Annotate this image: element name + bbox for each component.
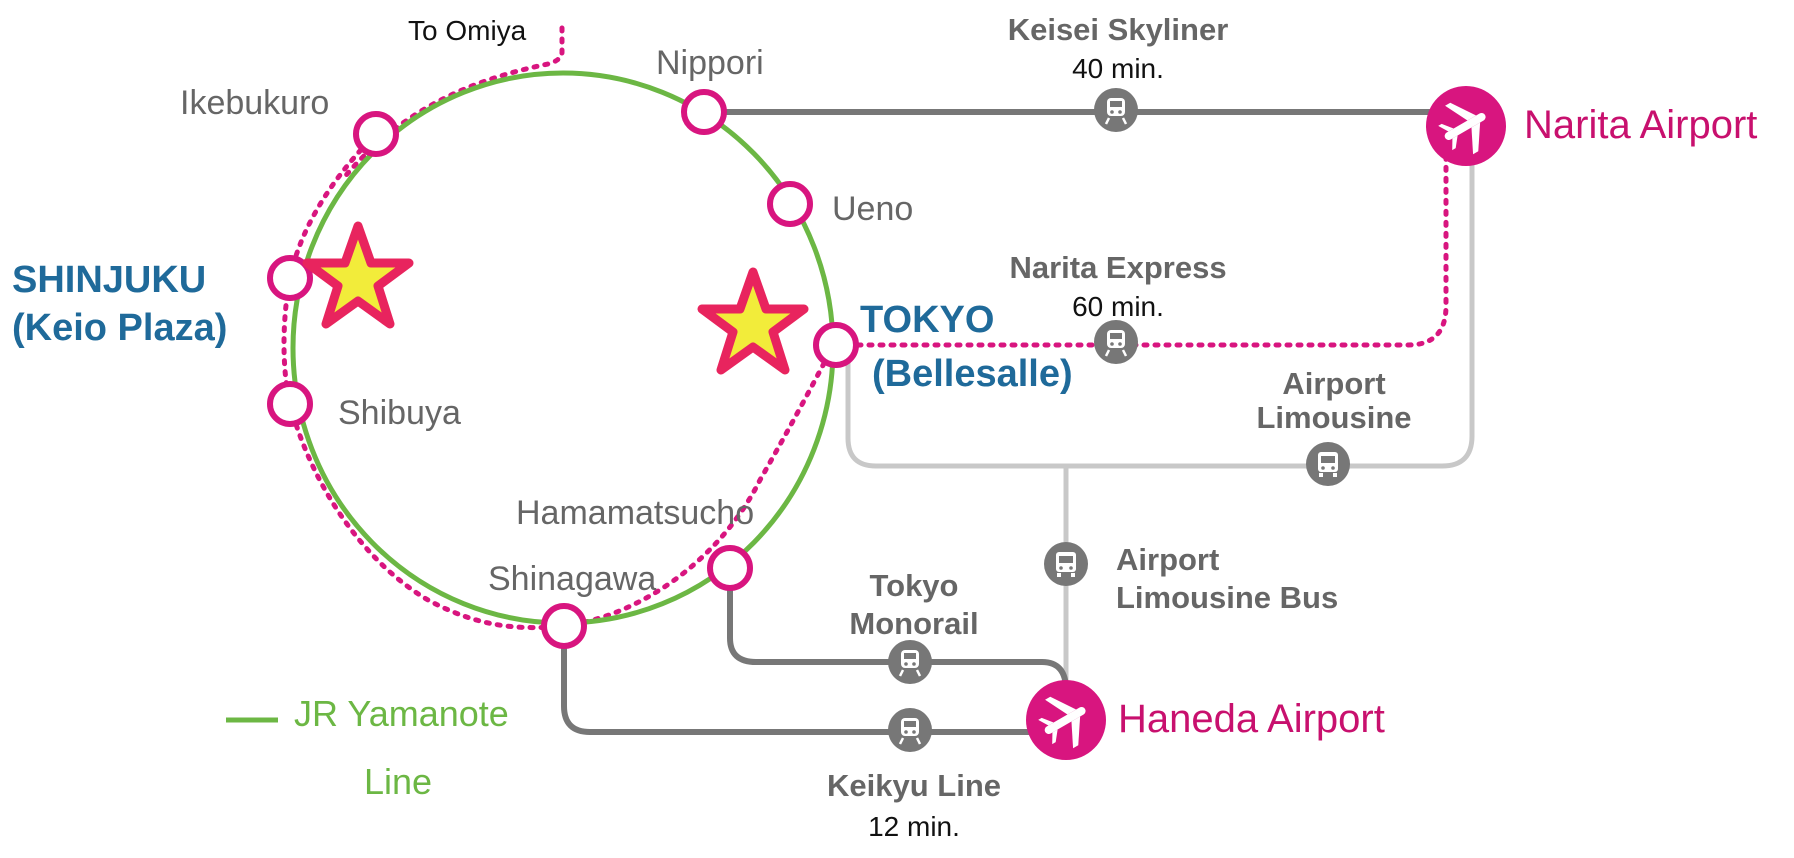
train-icon xyxy=(1094,88,1138,132)
omiya-branch-route xyxy=(339,25,565,183)
bellesalle-label: (Bellesalle) xyxy=(872,353,1073,395)
star-icon xyxy=(697,267,809,375)
tokyo-monorail-route xyxy=(727,568,1069,691)
bus-icon xyxy=(1306,442,1350,486)
keikyu-line-label: Keikyu Line xyxy=(827,768,1001,803)
keio-plaza-label: (Keio Plaza) xyxy=(12,307,227,349)
tokyo-monorail-label-2: Monorail xyxy=(849,606,978,641)
keisei-time-label: 40 min. xyxy=(1072,53,1164,84)
keikyu-line-route xyxy=(561,626,1035,735)
airport-limousine-route xyxy=(845,130,1475,469)
airport-limousine-bus-label-2: Limousine Bus xyxy=(1116,580,1338,615)
shibuya-label: Shibuya xyxy=(338,394,461,432)
shinjuku-venue-label: SHINJUKU xyxy=(12,259,206,301)
to-omiya-label: To Omiya xyxy=(408,15,527,46)
tokyo-monorail-label-1: Tokyo xyxy=(870,568,959,603)
narita-express-route xyxy=(833,147,1449,348)
nippori-label: Nippori xyxy=(656,44,764,82)
keisei-skyliner-label: Keisei Skyliner xyxy=(1008,12,1229,47)
airport-limousine-label-1: Airport xyxy=(1282,366,1385,401)
train-icon xyxy=(888,640,932,684)
station-ikebukuro[interactable] xyxy=(353,111,399,157)
station-ueno[interactable] xyxy=(767,181,813,227)
tokyo-venue-label: TOKYO xyxy=(860,299,994,341)
legend-label-1: JR Yamanote xyxy=(294,693,509,734)
plane-icon[interactable] xyxy=(1026,680,1106,760)
keikyu-time-label: 12 min. xyxy=(868,811,960,842)
airport-limousine-bus-label-1: Airport xyxy=(1116,542,1219,577)
ueno-label: Ueno xyxy=(832,190,913,228)
train-icon xyxy=(888,708,932,752)
train-icon xyxy=(1094,320,1138,364)
station-hamamatsucho[interactable] xyxy=(707,545,753,591)
haneda-airport-label: Haneda Airport xyxy=(1118,697,1385,741)
ikebukuro-label: Ikebukuro xyxy=(180,84,329,122)
legend-label-2: Line xyxy=(364,761,432,802)
hamamatsucho-label: Hamamatsucho xyxy=(516,494,754,532)
shinagawa-label: Shinagawa xyxy=(488,560,656,598)
west-dotted-line xyxy=(281,131,837,631)
narita-airport-label: Narita Airport xyxy=(1524,103,1757,147)
station-nippori[interactable] xyxy=(681,89,727,135)
plane-icon[interactable] xyxy=(1426,86,1506,166)
narita-express-label: Narita Express xyxy=(1009,250,1226,285)
star-icon xyxy=(302,221,414,329)
airport-limousine-label-2: Limousine xyxy=(1256,400,1411,435)
nex-time-label: 60 min. xyxy=(1072,291,1164,322)
bus-icon xyxy=(1044,542,1088,586)
station-tokyo[interactable] xyxy=(813,322,859,368)
station-shinagawa[interactable] xyxy=(541,603,587,649)
station-shibuya[interactable] xyxy=(267,381,313,427)
station-shinjuku[interactable] xyxy=(267,255,313,301)
